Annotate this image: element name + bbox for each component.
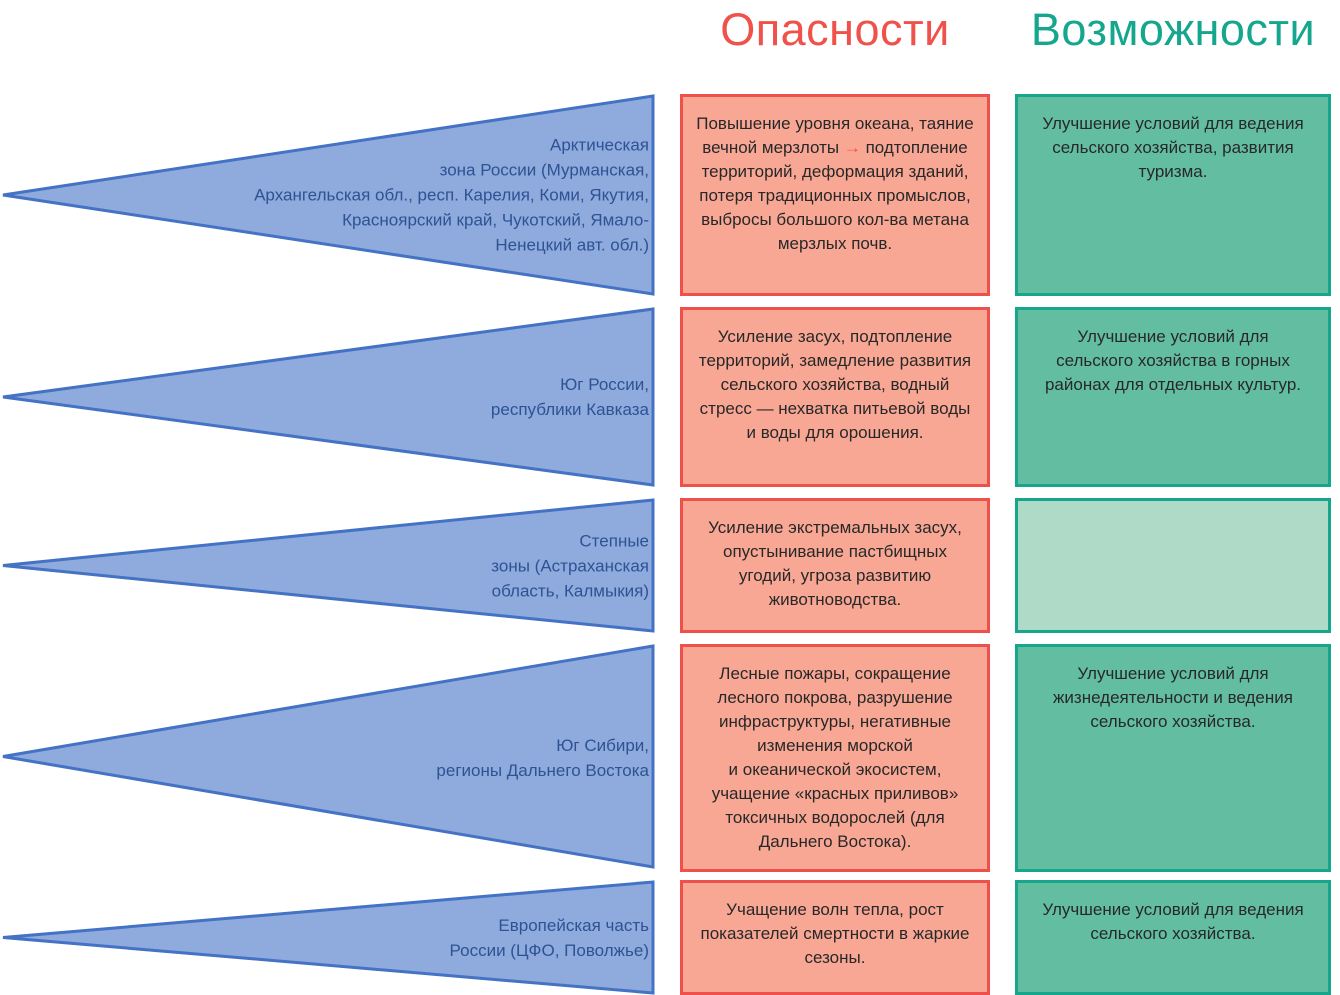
left-arrow-icon — [2, 307, 655, 487]
danger-text-after: подтопление территорий, деформация здани… — [699, 138, 971, 253]
danger-text: Лесные пожары, сокращение лесного покров… — [711, 664, 959, 851]
region-label: Юг России, республики Кавказа — [490, 375, 649, 419]
opportunity-text: Улучшение условий для жизнедеятельности … — [1053, 664, 1293, 731]
left-arrow-icon — [2, 498, 655, 633]
region-wedge-siberia: Юг Сибири, регионы Дальнего Востока — [0, 644, 655, 872]
region-wedge-european: Европейская часть России (ЦФО, Поволжье) — [0, 880, 655, 995]
opportunity-box-empty — [1015, 498, 1331, 633]
region-row-south: Юг России, республики Кавказа Усиление з… — [0, 307, 1340, 487]
danger-text: Усиление засух, подтопление территорий, … — [698, 327, 972, 442]
danger-box: Усиление экстремальных засух, опустынива… — [680, 498, 990, 633]
opportunity-box: Улучшение условий для ведения сельского … — [1015, 94, 1331, 296]
opportunity-box: Улучшение условий для сельского хозяйств… — [1015, 307, 1331, 487]
region-row-european: Европейская часть России (ЦФО, Поволжье)… — [0, 880, 1340, 995]
region-label: Степные зоны (Астраханская область, Калм… — [491, 531, 649, 600]
region-label: Европейская часть России (ЦФО, Поволжье) — [449, 915, 649, 960]
region-wedge-steppe: Степные зоны (Астраханская область, Калм… — [0, 498, 655, 633]
danger-text: Учащение волн тепла, рост показателей см… — [700, 900, 970, 967]
region-row-arctic: Арктическая зона России (Мурманская, Арх… — [0, 94, 1340, 296]
danger-text: Повышение уровня океана, таяние вечной м… — [693, 112, 977, 256]
danger-text-before: Повышение уровня океана, таяние вечной м… — [696, 114, 974, 157]
left-arrow-icon — [2, 880, 655, 995]
left-arrow-icon — [2, 644, 655, 869]
region-row-steppe: Степные зоны (Астраханская область, Калм… — [0, 498, 1340, 633]
opportunities-header: Возможности — [1030, 4, 1316, 55]
region-label: Арктическая зона России (Мурманская, Арх… — [254, 135, 649, 255]
opportunity-text: Улучшение условий для ведения сельского … — [1042, 900, 1304, 943]
region-wedge-south: Юг России, республики Кавказа — [0, 307, 655, 487]
danger-box: Лесные пожары, сокращение лесного покров… — [680, 644, 990, 872]
opportunity-text: Улучшение условий для сельского хозяйств… — [1044, 327, 1302, 394]
danger-box: Повышение уровня океана, таяние вечной м… — [680, 94, 990, 296]
region-label: Юг Сибири, регионы Дальнего Востока — [436, 736, 649, 780]
opportunity-box: Улучшение условий для ведения сельского … — [1015, 880, 1331, 995]
region-row-siberia-fareast: Юг Сибири, регионы Дальнего Востока Лесн… — [0, 644, 1340, 872]
right-arrow-icon: → — [839, 138, 866, 157]
left-arrow-icon — [2, 94, 655, 296]
header-row: Опасности Возможности — [0, 0, 1340, 94]
danger-box: Усиление засух, подтопление территорий, … — [680, 307, 990, 487]
region-wedge-arctic: Арктическая зона России (Мурманская, Арх… — [0, 94, 655, 296]
opportunity-box: Улучшение условий для жизнедеятельности … — [1015, 644, 1331, 872]
danger-text: Усиление экстремальных засух, опустынива… — [708, 518, 962, 609]
danger-box: Учащение волн тепла, рост показателей см… — [680, 880, 990, 995]
dangers-header: Опасности — [720, 4, 950, 55]
opportunity-text: Улучшение условий для ведения сельского … — [1042, 114, 1304, 181]
